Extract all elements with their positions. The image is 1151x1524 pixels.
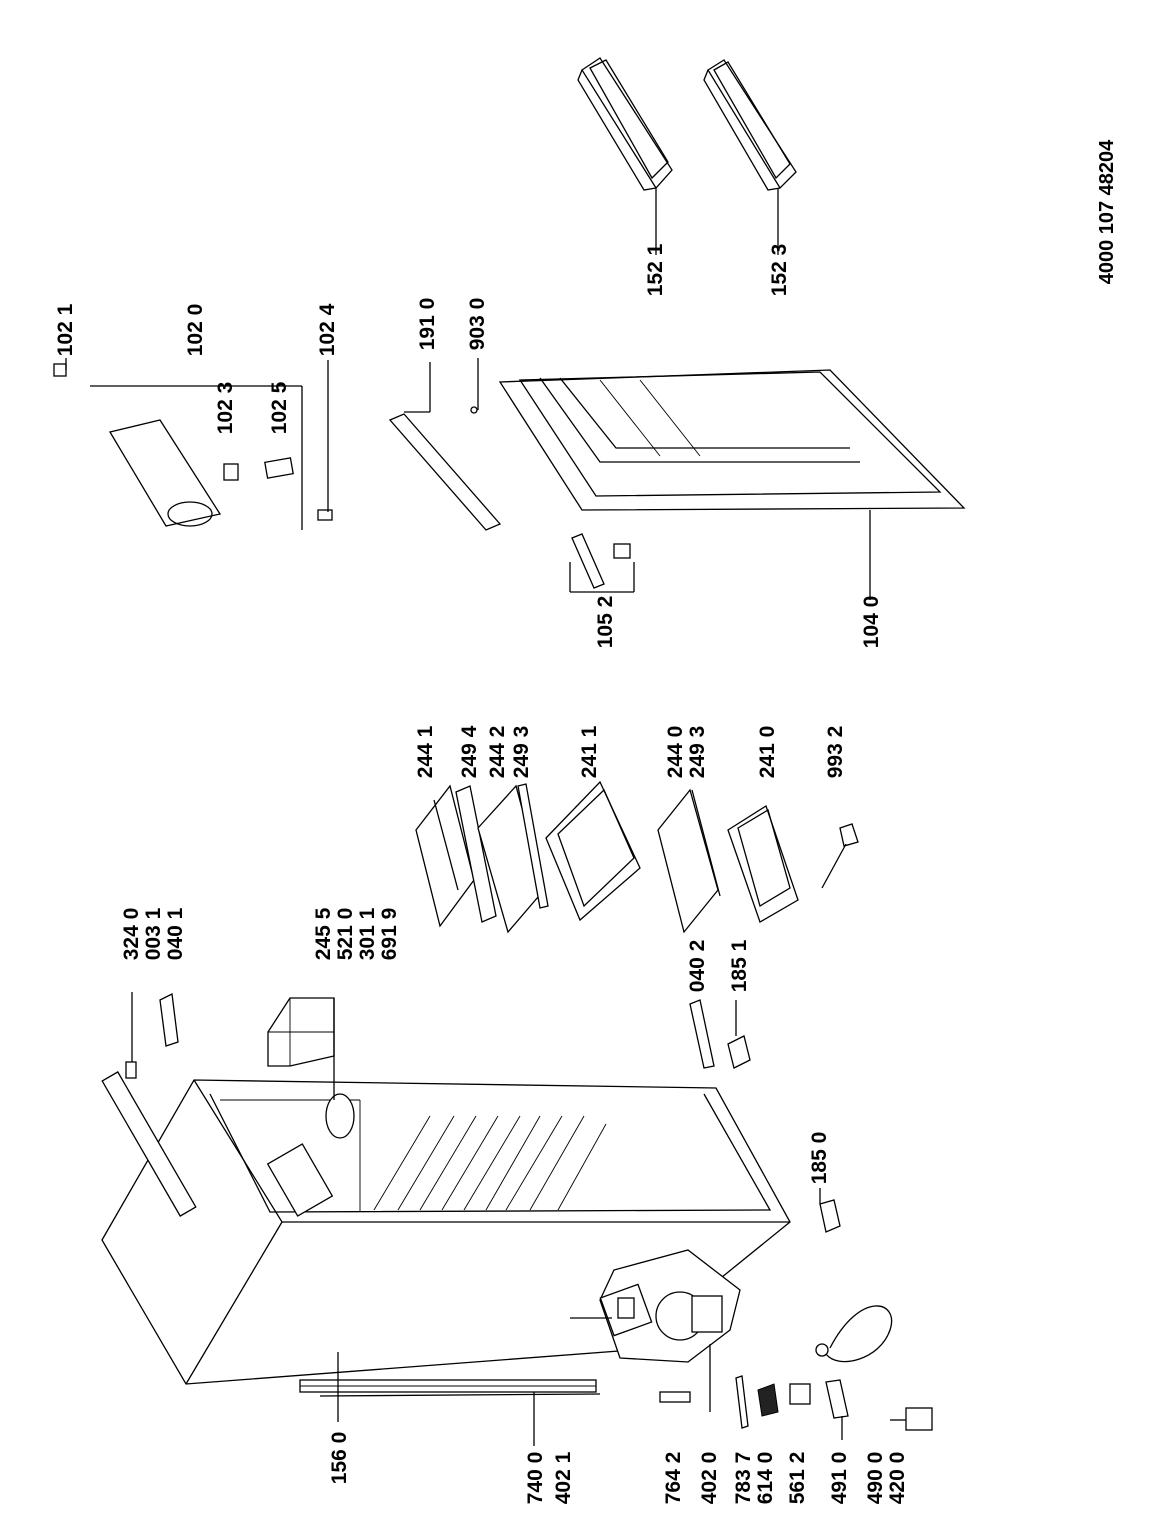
label-993-2: 993 2 <box>824 726 847 779</box>
label-152-1: 152 1 <box>644 243 667 296</box>
label-102-3: 102 3 <box>214 382 237 435</box>
label-491-0: 491 0 <box>828 1452 851 1505</box>
label-104-0: 104 0 <box>860 596 883 649</box>
label-156-0: 156 0 <box>328 1432 351 1485</box>
label-152-3: 152 3 <box>768 244 791 297</box>
label-490-0: 490 0 <box>864 1452 887 1505</box>
label-040-2: 040 2 <box>686 940 709 993</box>
label-249-3-a: 249 3 <box>510 726 533 779</box>
label-691-9: 691 9 <box>378 908 401 961</box>
part-labels: 102 1 102 0 102 4 102 3 102 5 191 0 903 … <box>54 243 909 1504</box>
label-244-1: 244 1 <box>414 725 437 778</box>
label-191-0: 191 0 <box>416 298 439 351</box>
label-561-2: 561 2 <box>786 1452 809 1505</box>
part-764-2 <box>659 1391 691 1403</box>
glass-shelf-244-0 <box>657 788 721 934</box>
document-number: 4000 107 48204 <box>1096 139 1118 284</box>
label-324-0: 324 0 <box>120 908 143 961</box>
label-105-2: 105 2 <box>594 596 617 649</box>
label-241-1: 241 1 <box>578 725 601 778</box>
light-housing-521-0 <box>325 1093 355 1139</box>
compressor-area <box>570 1249 741 1412</box>
label-241-0: 241 0 <box>756 726 779 779</box>
label-764-2: 764 2 <box>662 1452 685 1505</box>
part-185-0 <box>819 1199 841 1233</box>
hinge-105-2 <box>569 533 635 593</box>
strip-191-0 <box>388 358 502 531</box>
freezer-door-group <box>53 360 333 530</box>
label-402-1: 402 1 <box>552 1451 575 1504</box>
crisper-241-1 <box>545 780 641 922</box>
label-244-2: 244 2 <box>486 726 509 779</box>
freezer-basket-245-5 <box>267 997 335 1067</box>
part-040-2 <box>689 999 715 1069</box>
label-003-1: 003 1 <box>142 907 165 960</box>
part-993-2 <box>821 823 859 889</box>
pipe-coil <box>815 1305 893 1363</box>
label-402-0: 402 0 <box>698 1452 721 1505</box>
part-614-0 <box>757 1383 779 1417</box>
label-245-5: 245 5 <box>312 907 335 960</box>
part-561-2 <box>789 1383 811 1405</box>
label-903-0: 903 0 <box>466 298 489 351</box>
label-102-4: 102 4 <box>316 303 339 356</box>
label-185-1: 185 1 <box>728 939 751 992</box>
cabinet-shelf-rails <box>373 1115 607 1211</box>
label-783-7: 783 7 <box>732 1452 755 1505</box>
condenser-740-0 <box>299 1379 601 1446</box>
part-783-7 <box>735 1375 749 1429</box>
label-249-4: 249 4 <box>458 725 481 778</box>
label-301-1: 301 1 <box>356 907 379 960</box>
leader-lines <box>65 358 821 1422</box>
part-490-0 <box>890 1407 933 1431</box>
label-244-0: 244 0 <box>664 726 687 779</box>
door-liner-104-0 <box>498 369 966 600</box>
shelf-trim-249-4 <box>455 785 497 923</box>
label-614-0: 614 0 <box>754 1452 777 1505</box>
label-420-0: 420 0 <box>886 1452 909 1505</box>
door-bin-152-3 <box>703 59 797 255</box>
label-740-0: 740 0 <box>524 1452 547 1505</box>
label-102-1: 102 1 <box>54 303 77 356</box>
shelf-trim-249-3 <box>517 783 549 909</box>
part-491-0 <box>825 1379 849 1440</box>
part-324-0 <box>125 1061 137 1079</box>
label-249-3-b: 249 3 <box>686 726 709 779</box>
part-185-1 <box>727 1035 751 1069</box>
label-185-0: 185 0 <box>808 1132 831 1185</box>
label-040-1: 040 1 <box>164 907 187 960</box>
crisper-241-0 <box>727 805 799 923</box>
label-102-5: 102 5 <box>268 381 291 434</box>
door-bin-152-1 <box>577 57 673 255</box>
part-003-1 <box>159 993 179 1047</box>
label-521-0: 521 0 <box>334 908 357 961</box>
label-102-0: 102 0 <box>184 304 207 357</box>
